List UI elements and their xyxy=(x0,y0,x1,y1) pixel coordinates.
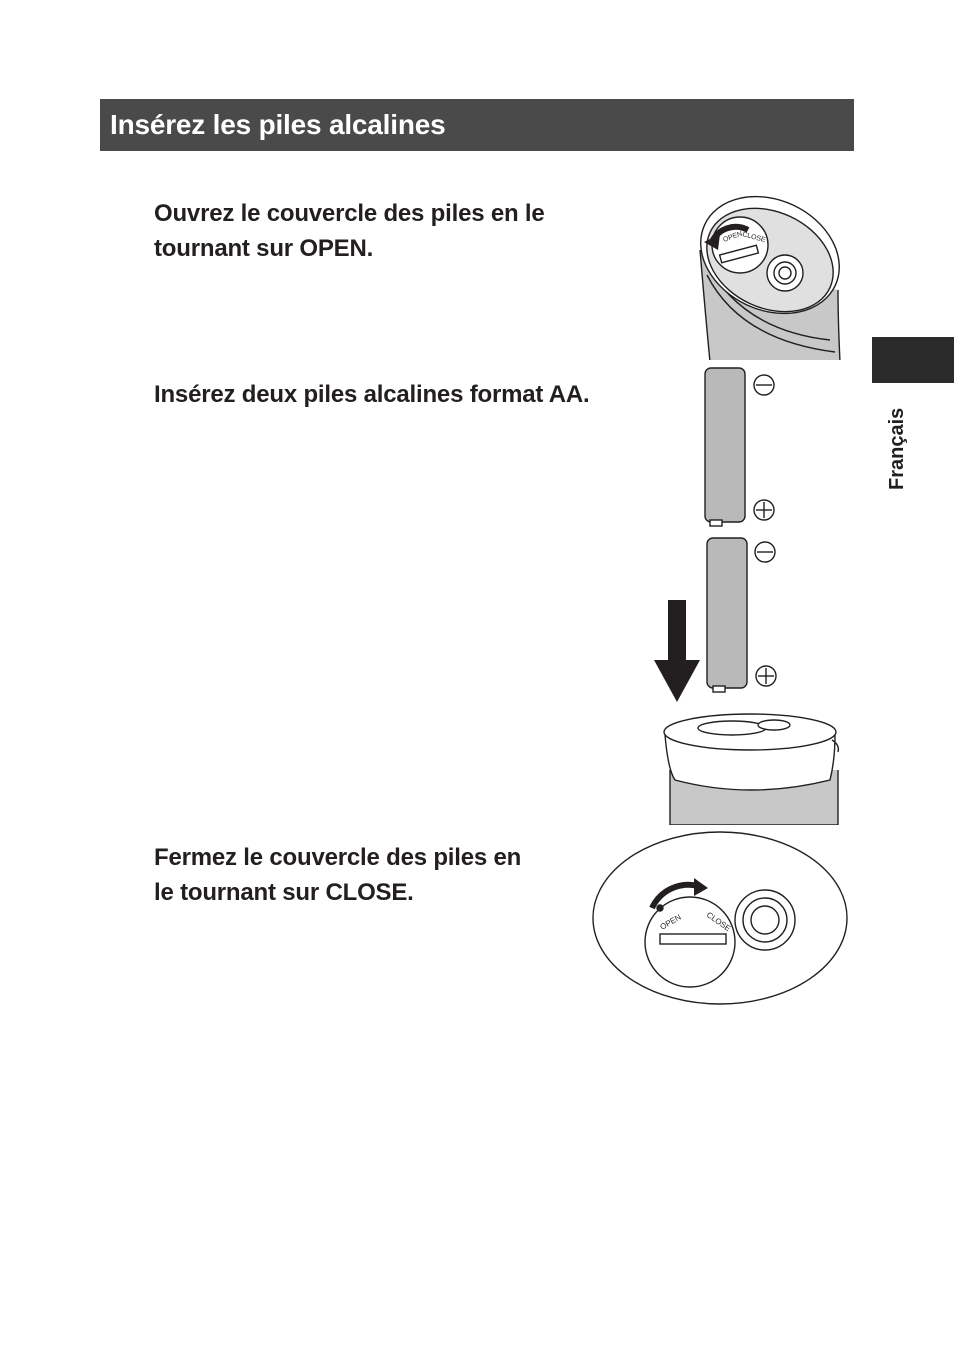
step-3-text: Fermez le couvercle des piles en le tour… xyxy=(154,840,521,910)
arrow-down-icon xyxy=(668,600,686,660)
step-1-line-2: tournant sur OPEN. xyxy=(154,235,374,262)
step-2-text: Insérez deux piles alcalines format AA. xyxy=(154,377,590,412)
section-header: Insérez les piles alcalines xyxy=(100,99,854,151)
battery-insertion-illustration xyxy=(654,367,840,825)
section-title: Insérez les piles alcalines xyxy=(110,109,446,140)
open-cover-illustration: OPEN CLOSE xyxy=(699,195,841,360)
step-3-line-1: Fermez le couvercle des piles en xyxy=(154,844,522,871)
language-label: Français xyxy=(886,407,908,490)
step-1-line-1: Ouvrez le couvercle des piles en le xyxy=(154,200,545,227)
step-2-line-1: Insérez deux piles alcalines format AA. xyxy=(154,381,590,408)
battery-lower xyxy=(706,537,748,689)
close-cover-illustration: OPEN CLOSE xyxy=(592,831,848,1005)
step-1-text: Ouvrez le couvercle des piles en le tour… xyxy=(154,196,545,266)
battery-upper xyxy=(704,367,746,523)
language-tab xyxy=(872,337,954,383)
step-3-line-2: le tournant sur CLOSE. xyxy=(154,879,414,906)
